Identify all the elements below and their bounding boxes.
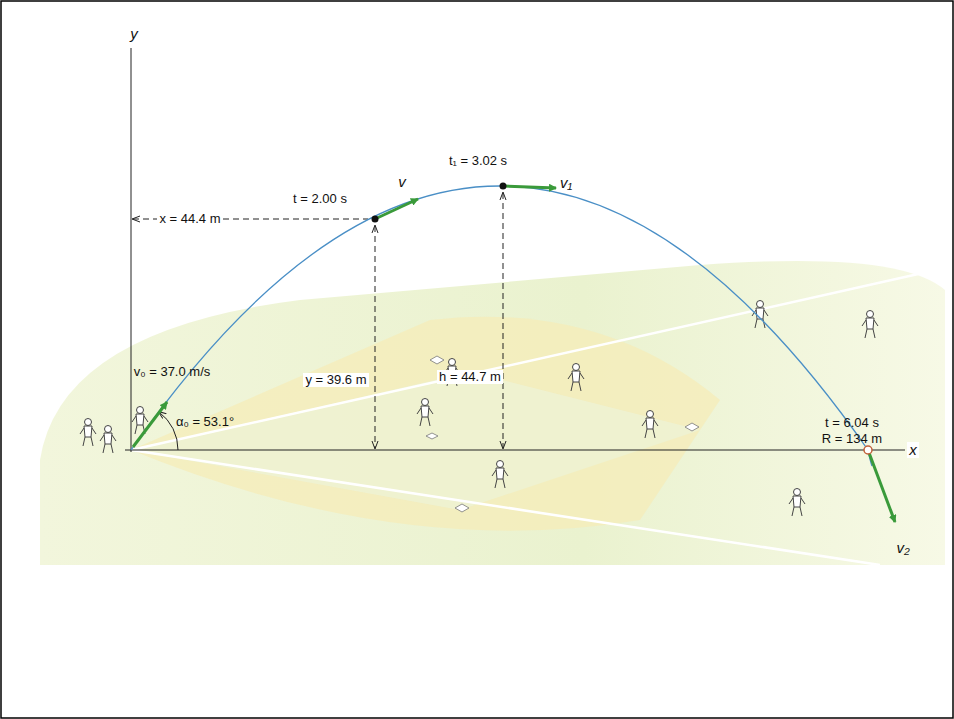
time-label: t₁ = 3.02 s [449,154,507,168]
h-dimension [503,193,504,448]
dimension-label: x = 44.4 m [157,212,222,226]
infield-grass [131,372,700,510]
time-label: t = 6.04 s [825,416,879,430]
x-axis [125,450,905,451]
angle-label: α₀ = 53.1° [176,415,234,429]
trajectory [131,186,872,466]
vector-label: v [398,174,406,191]
vector-label: v₁ [560,175,572,192]
dimension-label: R = 134 m [822,432,882,446]
dimension-label: y = 39.6 m [303,373,368,387]
infield [131,317,720,531]
position-dot [500,183,507,190]
time-label: t = 2.00 s [293,192,347,206]
axis-label: x [907,442,919,459]
dimension-label: h = 44.7 m [437,370,503,384]
y-dimension [375,226,376,448]
vector-label: v₂ [896,540,909,557]
velocity-vectors [133,186,895,522]
foul-line [131,268,945,565]
vector-label: v₀ = 37.0 m/s [134,365,211,379]
position-dot [372,216,379,223]
landing-point [864,446,872,454]
players [80,301,878,517]
axis-label: y [130,26,138,43]
bases [426,356,699,512]
y-axis [131,48,132,452]
angle-arc [159,412,178,450]
outfield [40,261,945,565]
